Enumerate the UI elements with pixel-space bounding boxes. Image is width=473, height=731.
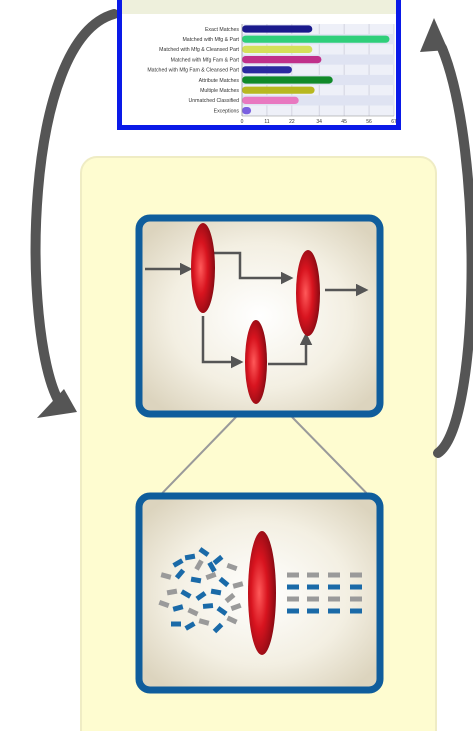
ordered-mark — [350, 572, 362, 578]
ordered-mark — [287, 596, 299, 602]
lens-3 — [245, 320, 267, 404]
ordered-mark — [287, 572, 299, 578]
chart-bar — [242, 107, 252, 115]
chart-bars — [242, 25, 390, 115]
scatter-mark — [190, 576, 202, 584]
cycle-arrowhead-right — [420, 18, 448, 52]
arrow-lens1-to-lens3 — [201, 316, 244, 369]
ordered-mark — [287, 608, 299, 614]
chart-bar — [242, 25, 313, 33]
chart-category-label: Exact Matches — [205, 27, 239, 33]
scatter-mark — [210, 588, 222, 596]
chart-category-label: Exceptions — [214, 108, 240, 114]
arrow-lens1-to-lens2 — [213, 251, 294, 285]
scatter-mark — [218, 576, 230, 588]
chart-tick-label: 34 — [316, 119, 322, 125]
scatter-mark — [212, 622, 224, 634]
arrow-lens3-to-lens2 — [268, 332, 313, 366]
lens-transform — [248, 531, 276, 655]
scatter-mark — [232, 581, 244, 589]
scatter-mark — [184, 553, 196, 561]
scatter-mark — [180, 589, 192, 599]
cycle-arrowhead-left — [37, 389, 77, 418]
scatter-mark — [166, 588, 178, 596]
lens-2 — [296, 250, 320, 336]
scatter-mark — [205, 571, 217, 581]
scatter-mark — [212, 554, 224, 566]
scatter-mark — [194, 559, 204, 571]
scatter-mark — [198, 547, 210, 557]
ordered-mark — [328, 584, 340, 590]
ordered-mark — [328, 608, 340, 614]
scatter-mark — [172, 604, 184, 612]
ordered-mark — [328, 572, 340, 578]
chart-bar — [242, 45, 313, 53]
cycle-arrows — [30, 9, 473, 458]
scatter-mark — [187, 607, 199, 617]
chart-bar — [242, 56, 322, 64]
chart-header-strip — [122, 0, 396, 14]
workflow-arrows — [145, 251, 369, 369]
scatter-mark — [198, 618, 210, 626]
chart-category-label: Multiple Matches — [200, 88, 239, 94]
chart-category-label: Attribute Matches — [199, 78, 240, 84]
chart-tick-label: 56 — [366, 119, 372, 125]
scatter-mark — [160, 572, 172, 580]
scatter-mark — [172, 558, 184, 568]
chart-tick-label: 45 — [341, 119, 347, 125]
ordered-mark — [350, 596, 362, 602]
chart-row-band — [242, 95, 394, 106]
scatter-mark — [174, 568, 186, 580]
ordered-mark — [307, 608, 319, 614]
ordered-mark — [328, 596, 340, 602]
scatter-mark — [216, 606, 228, 616]
ordered-mark — [307, 584, 319, 590]
chart-tick-label: 0 — [241, 119, 244, 125]
ordered-mark — [287, 584, 299, 590]
scatter-mark — [207, 561, 217, 573]
chart-tick-label: 22 — [289, 119, 295, 125]
chart-tick-labels: 0 11 22 34 45 56 67 — [241, 119, 397, 125]
chart-bar — [242, 66, 292, 74]
ordered-mark — [350, 608, 362, 614]
scatter-mark — [226, 562, 238, 572]
ordered-mark — [307, 596, 319, 602]
scattered-data-marks — [158, 547, 244, 634]
scatter-mark — [171, 621, 181, 627]
scatter-mark — [158, 599, 170, 609]
chart-tick-label: 67 — [391, 119, 397, 125]
chart-category-label: Unmatched Classified — [189, 98, 240, 104]
ordered-mark — [307, 572, 319, 578]
chart-category-label: Matched with Mfg & Part — [182, 37, 239, 43]
chart-tick-label: 11 — [264, 119, 269, 125]
lens-1 — [191, 223, 215, 313]
ordered-mark — [350, 584, 362, 590]
ordered-data-marks — [287, 572, 362, 614]
chart-bar — [242, 96, 299, 104]
chart-category-label: Matched with Mfg & Cleansed Part — [159, 47, 239, 53]
cycle-arrow-right — [433, 43, 473, 458]
scatter-mark — [202, 603, 214, 609]
cycle-arrow-left — [30, 9, 119, 405]
scatter-mark — [224, 592, 236, 604]
workflow-box — [135, 214, 384, 418]
chart-bar — [242, 86, 315, 94]
scatter-mark — [230, 602, 242, 612]
chart-category-label: Matched with Mfg Fam & Part — [171, 57, 240, 63]
transform-box — [135, 492, 384, 694]
scatter-mark — [184, 621, 196, 631]
chart-bar — [242, 76, 333, 84]
scatter-mark — [195, 591, 207, 601]
chart-bar — [242, 35, 390, 43]
chart-category-label: Matched with Mfg Fam & Cleansed Part — [147, 68, 239, 74]
scatter-mark — [226, 615, 238, 625]
